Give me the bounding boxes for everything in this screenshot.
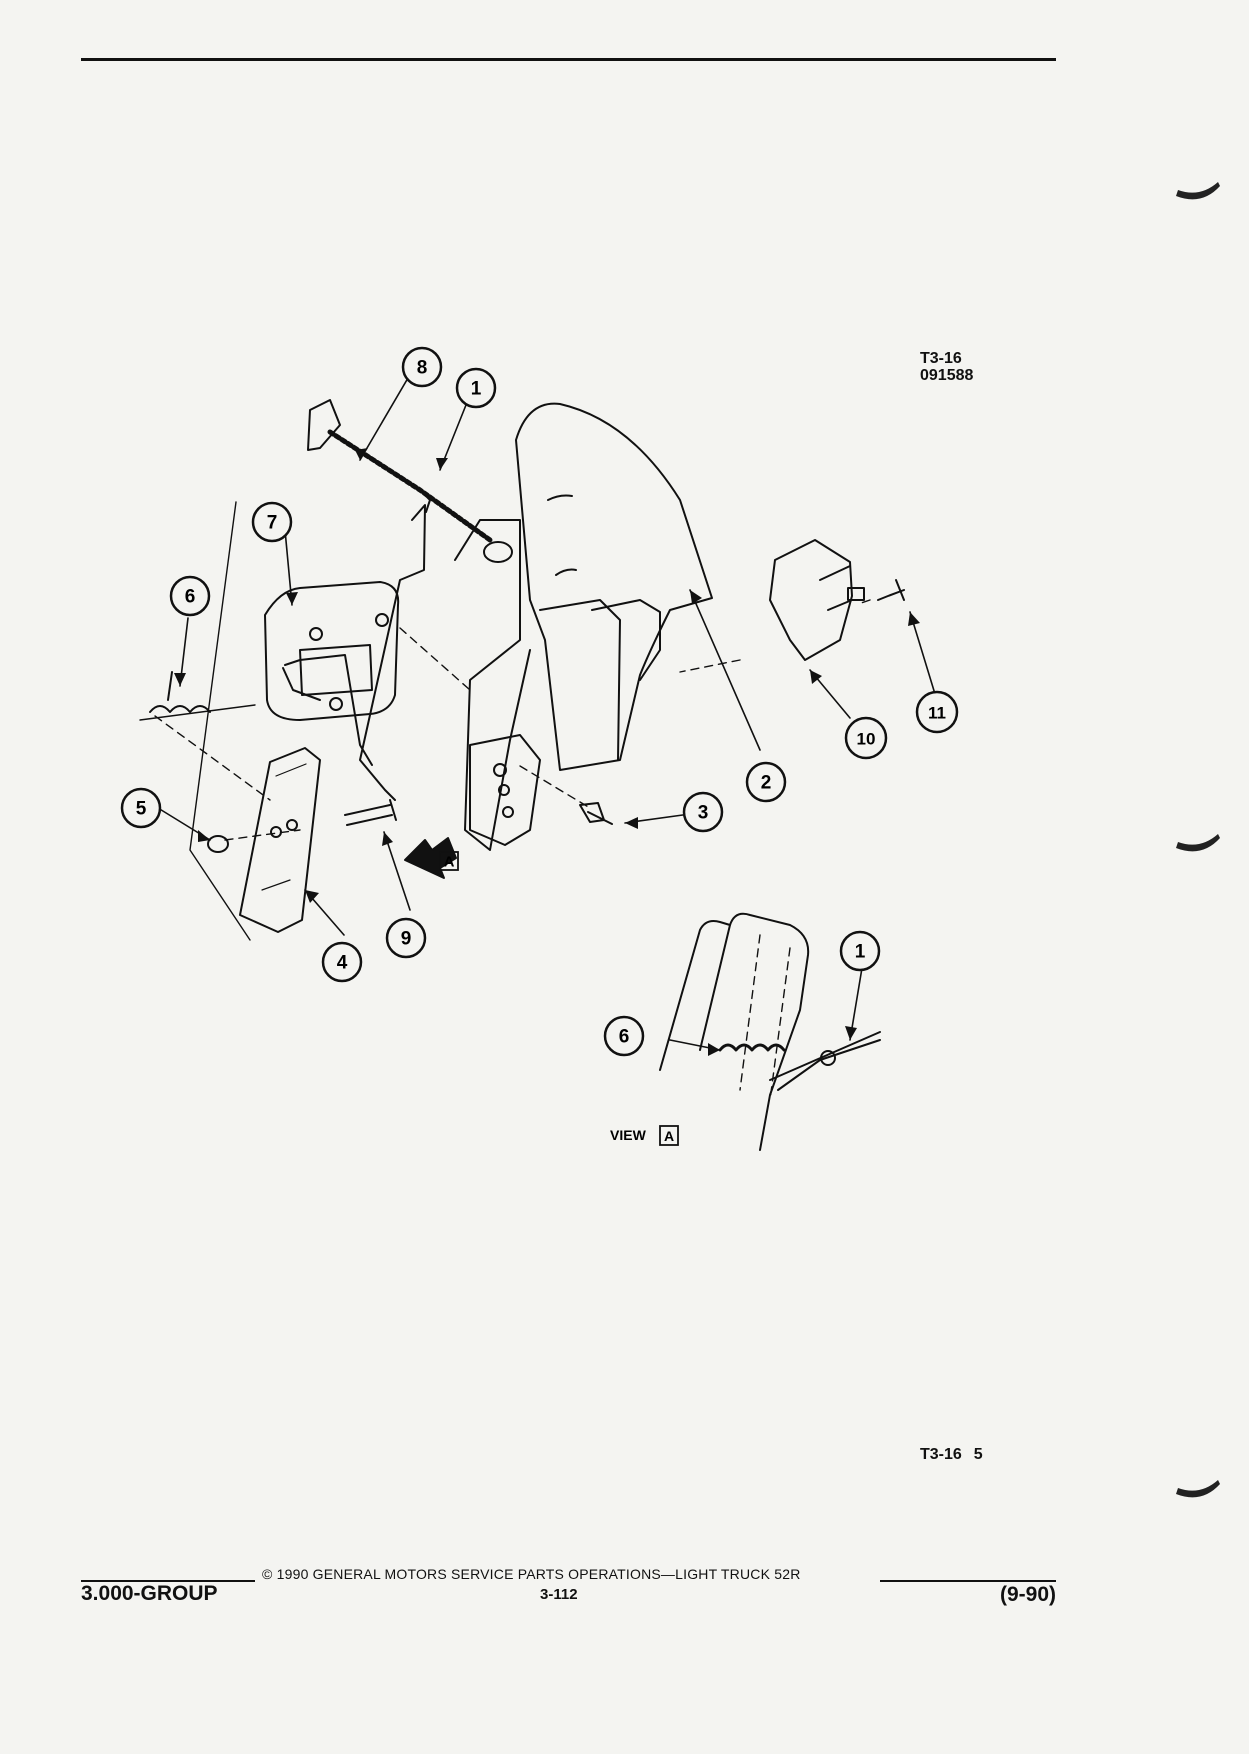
view-a-cable <box>777 1039 881 1091</box>
view-a-pedal <box>699 912 810 1151</box>
arrow-marker-a: A <box>439 851 459 871</box>
view-a-label-text: VIEW <box>610 1127 647 1143</box>
nut <box>207 835 229 853</box>
view-a-label: VIEW A <box>610 1125 679 1146</box>
cable-housing-left <box>307 399 341 451</box>
callout-11: 11 <box>915 690 959 734</box>
view-a-callout-1: 1 <box>839 930 881 972</box>
callout-1: 1 <box>455 367 497 409</box>
callout-5: 5 <box>120 787 162 829</box>
page-ref-code: T3-16 <box>920 1446 962 1463</box>
callout-9: 9 <box>385 917 427 959</box>
throttle-cable <box>327 429 493 543</box>
footer-rule-left <box>81 1580 255 1582</box>
bolt-3 <box>579 802 613 825</box>
figure-code: T3-16 <box>920 350 962 367</box>
pedal-bracket <box>454 519 531 851</box>
top-rule <box>81 58 1056 61</box>
callout-8: 8 <box>401 346 443 388</box>
footer-copyright: © 1990 GENERAL MOTORS SERVICE PARTS OPER… <box>262 1566 801 1582</box>
callout-5-label: 5 <box>136 799 147 820</box>
return-spring <box>149 705 211 713</box>
callout-11-label: 11 <box>928 704 946 723</box>
callout-10: 10 <box>844 716 888 760</box>
footer-rule-right <box>880 1580 1056 1582</box>
callout-3: 3 <box>682 791 724 833</box>
view-a-callout-6: 6 <box>603 1015 645 1057</box>
margin-tick <box>1176 834 1220 852</box>
callout-10-label: 10 <box>857 730 876 749</box>
view-a-arrow <box>404 837 457 879</box>
callout-4: 4 <box>321 941 363 983</box>
view-a-marker: A <box>664 1128 674 1144</box>
callout-1-label: 1 <box>471 379 482 400</box>
callout-2: 2 <box>745 761 787 803</box>
figure-id: T3-16 091588 <box>920 350 973 384</box>
callout-2-label: 2 <box>761 773 772 794</box>
footer-date: (9-90) <box>999 1583 1056 1606</box>
callout-7: 7 <box>251 501 293 543</box>
dash-panel <box>515 402 713 771</box>
view-a-spring <box>718 1043 786 1052</box>
arrow-marker-a-label: A <box>444 854 455 871</box>
bracket-plate <box>264 581 400 721</box>
callout-6: 6 <box>169 575 211 617</box>
pedal-lever <box>359 504 426 801</box>
pedal-pad <box>239 747 321 933</box>
margin-tick <box>1176 182 1220 200</box>
callout-7-label: 7 <box>267 513 278 534</box>
footer-page-number: 3-112 <box>540 1586 578 1603</box>
screw-11 <box>877 579 905 601</box>
pivot-pin <box>344 799 397 826</box>
page-ref: T3-16 5 <box>920 1446 983 1464</box>
figure-number: 091588 <box>920 367 974 384</box>
margin-tick <box>1176 1480 1220 1498</box>
footer-group: 3.000-GROUP <box>81 1582 218 1605</box>
callout-4-label: 4 <box>337 953 348 974</box>
callout-8-label: 8 <box>417 358 428 379</box>
callout-9-label: 9 <box>401 929 412 950</box>
view-a-callout-6-label: 6 <box>619 1027 630 1048</box>
callout-3-label: 3 <box>698 803 709 824</box>
pedal-sensor <box>769 539 853 661</box>
callout-6-label: 6 <box>185 587 196 608</box>
page-ref-index: 5 <box>973 1446 983 1463</box>
view-a-callout-1-label: 1 <box>855 942 866 963</box>
